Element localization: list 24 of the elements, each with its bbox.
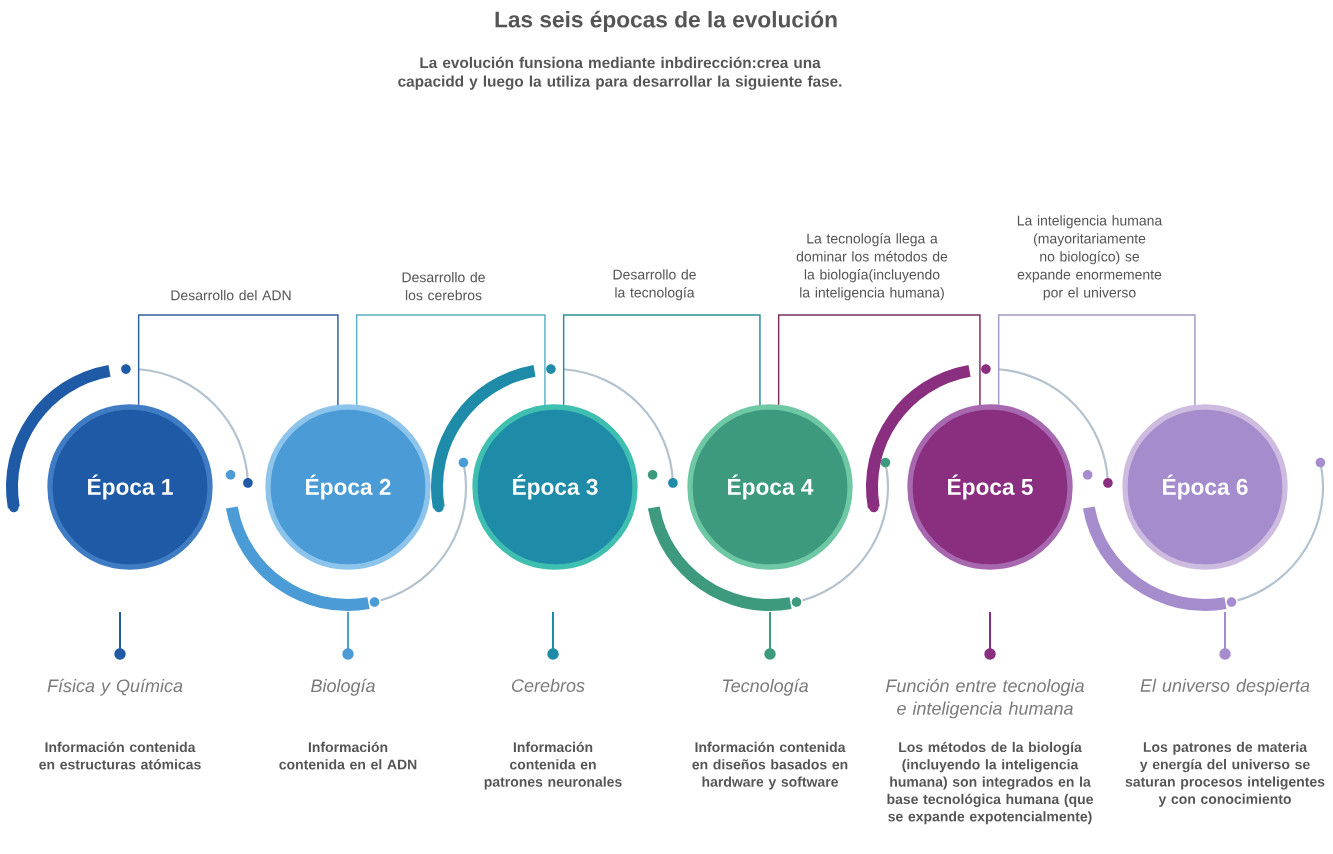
bracket-connector [777, 314, 981, 406]
description-text: Los patrones de materia y energía del universo se saturan procesos inteligentes y con conocimiento [1125, 741, 1325, 807]
subtitle: La evolución funsiona mediante inbdirección:crea una capacidd y luego la utiliza para desarrollar la siguiente fase. [398, 56, 842, 90]
description-text: Los métodos de la biología (incluyendo la inteligencia humana) son integrados en la base tecnológica humana (que se expande expotencialmente) [887, 741, 1093, 825]
bracket-connector [355, 314, 546, 406]
description-text: Información contenida en estructuras atómicas [39, 741, 201, 770]
epoch-title: El universo despierta [1140, 678, 1310, 696]
bracket-connector [997, 314, 1196, 406]
edge-label: Desarrollo de los cerebros [402, 272, 485, 301]
bracket-connector [562, 314, 761, 406]
title: Las seis épocas de la evolución [495, 10, 837, 33]
description-text: Información contenida en el ADN [279, 741, 417, 770]
description-text: Información contenida en diseños basados en hardware y software [692, 741, 848, 790]
edge-label: La tecnología llega a dominar los métodos de la biología(incluyendo la inteligencia humana) [796, 233, 948, 301]
edge-label: Desarrollo del ADN [171, 290, 291, 301]
epoch-title: Cerebros [512, 678, 585, 692]
description-text: Información contenida en patrones neuronales [484, 741, 622, 790]
epoch-title: Tecnología [722, 678, 809, 696]
epoch-title: Función entre tecnologia e inteligencia humana [886, 678, 1084, 719]
edge-label: Desarrollo de la tecnología [613, 269, 696, 301]
epoch-title: Física y Química [47, 678, 183, 696]
edge-label: La inteligencia humana (mayoritariamente no biologíco) se expande enormemente por el universo [1017, 215, 1163, 301]
epoch-title: Biología [311, 678, 375, 696]
bracket-connector [137, 314, 339, 406]
